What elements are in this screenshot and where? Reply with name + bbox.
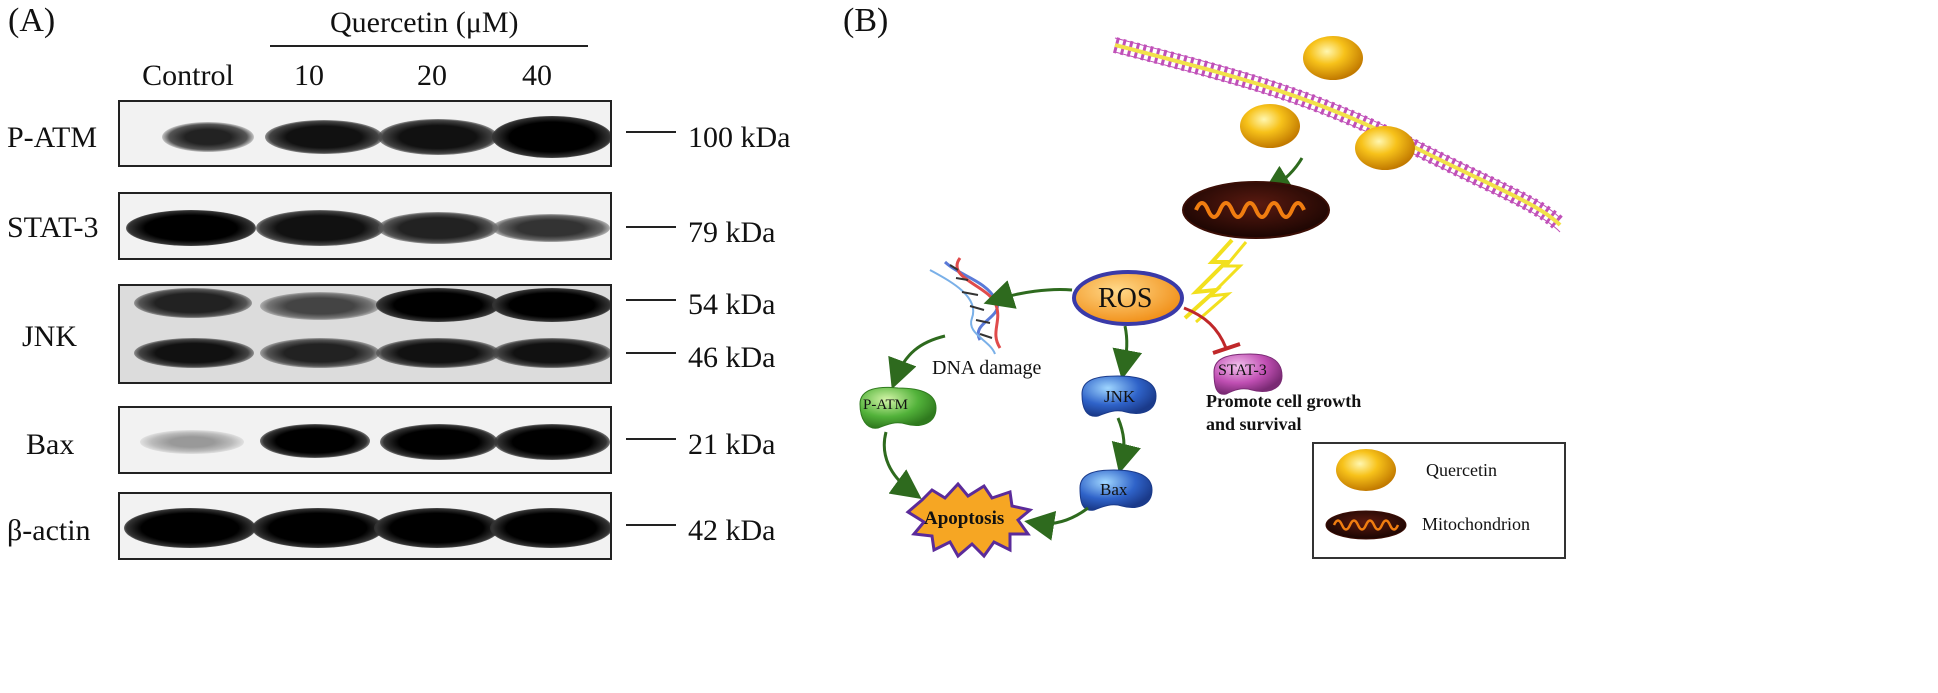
p-atm-label: P-ATM — [863, 397, 909, 413]
band — [492, 338, 610, 368]
marker-79-kda: 79 kDa — [688, 216, 776, 249]
jnk-label: JNK — [1104, 387, 1136, 406]
quercetin-sphere — [1240, 104, 1300, 148]
blot-jnk — [118, 284, 612, 384]
marker-54-kda: 54 kDa — [688, 288, 776, 321]
quercetin-sphere — [1303, 36, 1363, 80]
panel-a-label: (A) — [8, 2, 56, 39]
ros-label: ROS — [1098, 283, 1153, 314]
arrow-p-atm-to-apoptosis — [882, 431, 922, 500]
lane-label-10: 10 — [294, 59, 324, 92]
blot-p-atm — [118, 100, 612, 167]
row-label-stat-3: STAT-3 — [7, 211, 99, 244]
ros-node — [1072, 270, 1184, 326]
jnk-node — [1081, 375, 1157, 417]
marker-21-kda: 21 kDa — [688, 428, 776, 461]
marker-arrow — [626, 226, 676, 228]
blot-bax — [118, 406, 612, 474]
band — [494, 424, 610, 460]
legend-quercetin-icon — [1336, 449, 1396, 491]
band — [378, 119, 498, 155]
row-label-jnk: JNK — [22, 320, 78, 353]
lane-label-40: 40 — [522, 59, 552, 92]
marker-46-kda: 46 kDa — [688, 341, 776, 374]
band — [376, 338, 500, 368]
lane-label-control: Control — [142, 59, 234, 92]
band — [492, 214, 610, 242]
stat-3-label: STAT-3 — [1218, 362, 1267, 379]
bax-label: Bax — [1100, 480, 1128, 499]
marker-arrow — [626, 299, 676, 301]
row-label-p-atm: P-ATM — [7, 121, 98, 154]
band — [162, 122, 254, 152]
arrow-bax-to-apoptosis — [1024, 506, 1089, 541]
band — [140, 430, 244, 454]
band — [124, 508, 256, 548]
band — [260, 338, 380, 368]
arrow-jnk-to-bax — [1111, 417, 1141, 474]
band — [490, 508, 610, 548]
band — [265, 120, 383, 154]
band — [256, 210, 384, 246]
bax-node — [1079, 469, 1153, 511]
inhibit-bar — [1212, 342, 1241, 355]
apoptosis-label: Apoptosis — [924, 508, 1005, 529]
marker-arrow — [626, 131, 676, 133]
band — [126, 210, 256, 246]
p-atm-node — [859, 386, 937, 429]
marker-42-kda: 42 kDa — [688, 514, 776, 547]
legend-mitochondrion-label: Mitochondrion — [1422, 514, 1530, 534]
lightning-bolt — [1195, 241, 1248, 324]
panel-b-label: (B) — [843, 2, 889, 39]
dna-helix-icon — [929, 257, 1002, 355]
marker-100-kda: 100 kDa — [688, 121, 791, 154]
arrow-ros-to-dna — [983, 280, 1073, 309]
band — [376, 288, 500, 322]
band — [378, 212, 498, 244]
band — [492, 288, 610, 322]
band — [380, 424, 498, 460]
legend-quercetin-label: Quercetin — [1426, 460, 1497, 480]
arrow-dna-to-p-atm — [888, 334, 946, 390]
promote-line-2: and survival — [1206, 414, 1302, 434]
quercetin-sphere — [1355, 126, 1415, 170]
inhibit-ros-to-stat3 — [1183, 306, 1228, 349]
row-label-beta-actin: β-actin — [7, 514, 91, 547]
band — [260, 292, 380, 320]
mitochondrion — [1182, 181, 1330, 239]
apoptosis-node — [905, 481, 1034, 559]
dna-damage-label: DNA damage — [932, 357, 1042, 379]
band — [134, 338, 254, 368]
stat-3-node — [1213, 353, 1283, 395]
promote-line-1: Promote cell growth — [1206, 391, 1362, 411]
legend-mitochondrion-icon — [1325, 510, 1407, 540]
treatment-header: Quercetin (μM) — [330, 6, 519, 39]
band — [260, 424, 370, 458]
row-label-bax: Bax — [26, 428, 75, 461]
lane-label-20: 20 — [417, 59, 447, 92]
marker-arrow — [626, 438, 676, 440]
treatment-bracket-line — [270, 45, 588, 47]
blot-stat-3 — [118, 192, 612, 260]
band — [492, 116, 610, 158]
band — [374, 508, 500, 548]
band — [252, 508, 384, 548]
band — [134, 288, 252, 318]
blot-beta-actin — [118, 492, 612, 560]
marker-arrow — [626, 352, 676, 354]
arrow-ros-to-jnk — [1112, 325, 1143, 380]
marker-arrow — [626, 524, 676, 526]
